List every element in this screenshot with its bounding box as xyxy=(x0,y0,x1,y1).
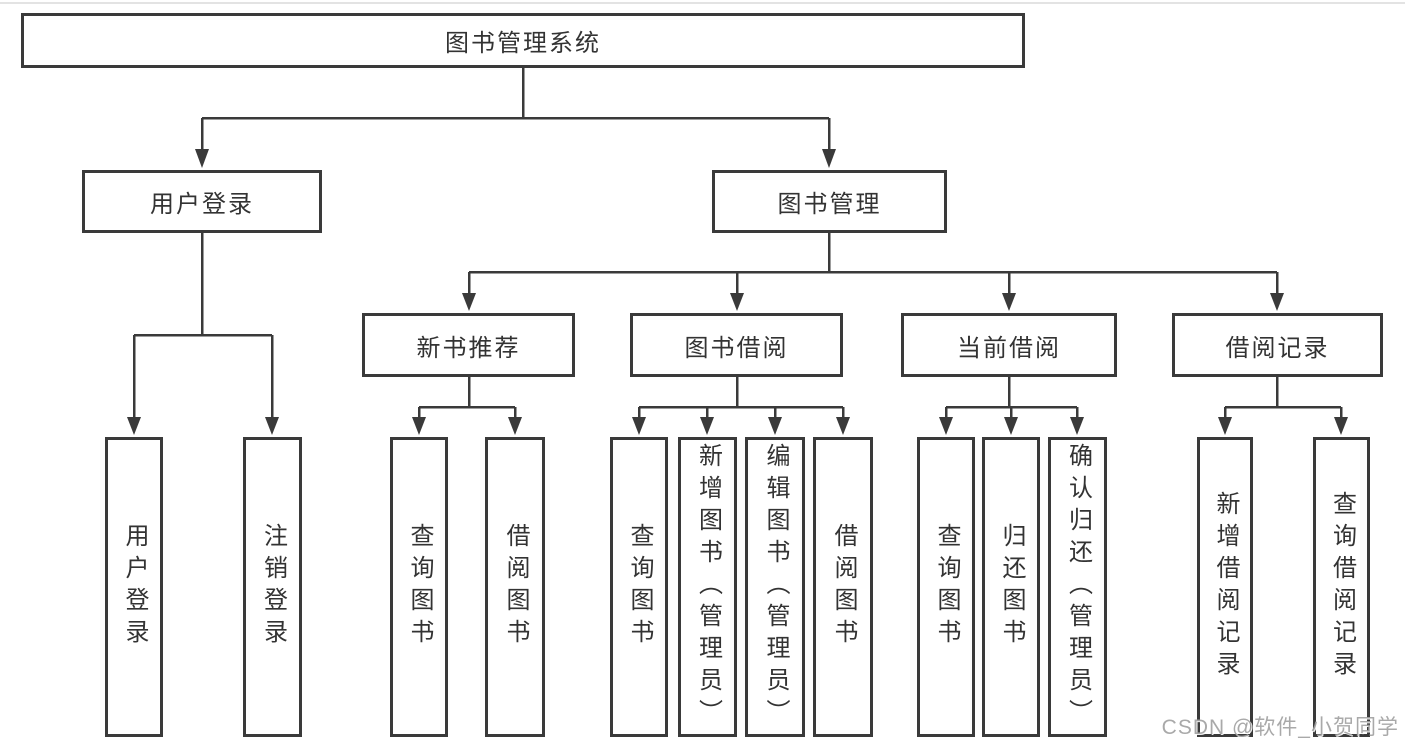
arrowhead-icon xyxy=(412,417,426,435)
arrowhead-icon xyxy=(127,417,141,435)
leaf-confirm-return-admin-label: 确认归还（管理员） xyxy=(1064,443,1092,731)
arrowhead-icon xyxy=(768,417,782,435)
node-root: 图书管理系统 xyxy=(21,13,1025,68)
leaf-user-login: 用户登录 xyxy=(105,437,163,737)
leaf-query-books-recommend-label: 查询图书 xyxy=(406,523,433,651)
arrowhead-icon xyxy=(632,417,646,435)
connector-borrow-record-children xyxy=(1223,377,1343,419)
arrowhead-icon xyxy=(1004,417,1018,435)
leaf-add-book-admin: 新增图书（管理员） xyxy=(678,437,737,737)
leaf-borrow-books-recommend: 借阅图书 xyxy=(485,437,545,737)
leaf-query-books-current-label: 查询图书 xyxy=(933,523,960,651)
node-current-borrow-label: 当前借阅 xyxy=(957,334,1061,362)
node-root-label: 图书管理系统 xyxy=(445,30,601,57)
leaf-logout: 注销登录 xyxy=(243,437,302,737)
leaf-edit-book-admin-label: 编辑图书（管理员） xyxy=(762,443,789,731)
watermark: CSDN @软件_小贺同学 xyxy=(1161,716,1399,739)
leaf-add-borrow-record-label: 新增借阅记录 xyxy=(1212,491,1239,683)
node-book-management-label: 图书管理 xyxy=(777,191,882,218)
node-book-management: 图书管理 xyxy=(712,170,947,233)
connector-user-login-children xyxy=(132,233,274,419)
node-book-borrow: 图书借阅 xyxy=(630,313,843,377)
arrowhead-icon xyxy=(1218,417,1232,435)
node-user-login-label: 用户登录 xyxy=(150,191,254,218)
node-new-book-recommend: 新书推荐 xyxy=(362,313,575,377)
leaf-return-book: 归还图书 xyxy=(982,437,1040,737)
arrowhead-icon xyxy=(508,417,522,435)
arrowhead-icon xyxy=(1002,293,1016,311)
arrowhead-icon xyxy=(700,417,714,435)
leaf-add-borrow-record: 新增借阅记录 xyxy=(1197,437,1253,737)
top-edge-line xyxy=(0,2,1405,4)
connector-root-to-level2 xyxy=(200,68,831,151)
leaf-confirm-return-admin: 确认归还（管理员） xyxy=(1048,437,1107,737)
leaf-query-borrow-record: 查询借阅记录 xyxy=(1313,437,1370,737)
leaf-borrow-books-recommend-label: 借阅图书 xyxy=(502,523,529,651)
arrowhead-icon xyxy=(1070,417,1084,435)
connector-current-borrow-children xyxy=(944,377,1079,419)
leaf-add-book-admin-label: 新增图书（管理员） xyxy=(694,443,722,731)
leaf-query-books-current: 查询图书 xyxy=(917,437,975,737)
connector-new-book-children xyxy=(417,377,517,419)
node-user-login: 用户登录 xyxy=(82,170,322,233)
arrowhead-icon xyxy=(1270,293,1284,311)
arrowhead-icon xyxy=(822,149,836,168)
leaf-return-book-label: 归还图书 xyxy=(998,523,1025,651)
leaf-query-books-recommend: 查询图书 xyxy=(390,437,448,737)
arrowhead-icon xyxy=(836,417,850,435)
leaf-query-books-borrow: 查询图书 xyxy=(610,437,668,737)
leaf-edit-book-admin: 编辑图书（管理员） xyxy=(745,437,805,737)
node-new-book-recommend-label: 新书推荐 xyxy=(416,334,521,362)
arrowhead-icon xyxy=(939,417,953,435)
node-borrow-records: 借阅记录 xyxy=(1172,313,1383,377)
leaf-user-login-label: 用户登录 xyxy=(121,523,148,651)
node-book-borrow-label: 图书借阅 xyxy=(684,334,789,362)
leaf-query-borrow-record-label: 查询借阅记录 xyxy=(1328,491,1356,683)
arrowhead-icon xyxy=(1334,417,1348,435)
leaf-logout-label: 注销登录 xyxy=(259,523,287,651)
leaf-borrow-books: 借阅图书 xyxy=(813,437,873,737)
arrowhead-icon xyxy=(730,293,744,311)
node-current-borrow: 当前借阅 xyxy=(901,313,1117,377)
arrowhead-icon xyxy=(265,417,279,435)
arrowhead-icon xyxy=(462,293,476,311)
leaf-query-books-borrow-label: 查询图书 xyxy=(626,523,653,651)
node-borrow-records-label: 借阅记录 xyxy=(1225,334,1330,362)
connector-book-borrow-children xyxy=(637,377,845,419)
arrowhead-icon xyxy=(195,149,209,168)
connector-book-mgmt-children xyxy=(467,233,1279,295)
leaf-borrow-books-label: 借阅图书 xyxy=(830,523,857,651)
